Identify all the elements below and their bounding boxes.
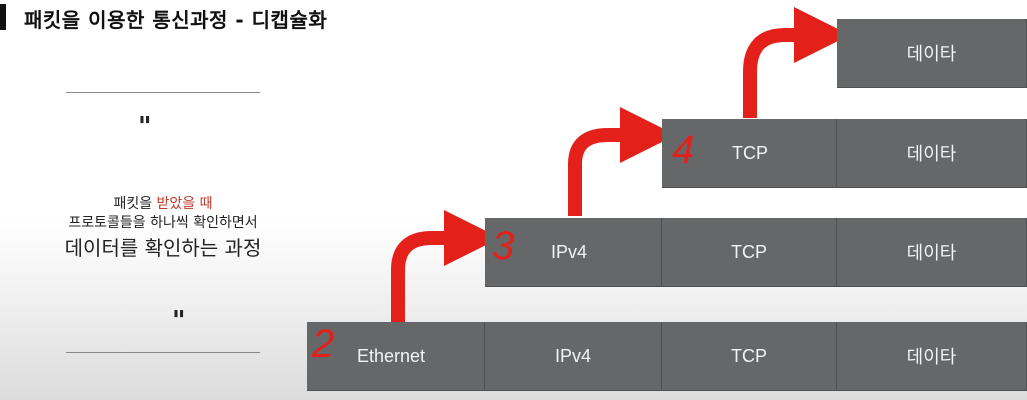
title-bar-mark (0, 4, 6, 30)
cell-tcp: TCP (662, 322, 837, 391)
step-number-2: 2 (312, 322, 335, 366)
arrow-ipv4-to-tcp (568, 107, 676, 216)
bottom-divider (66, 352, 260, 353)
open-quote: " (138, 112, 152, 142)
caption-line-1: 패킷을 받았을 때 (0, 193, 326, 213)
step-number-3: 3 (492, 224, 515, 268)
cell-tcp: TCP (662, 218, 837, 287)
close-quote: " (172, 306, 186, 336)
caption-line-1a: 패킷을 (113, 196, 157, 212)
cell-data: 데이타 (837, 322, 1027, 391)
cell-tcp: TCP (662, 119, 837, 188)
cell-data: 데이타 (837, 19, 1027, 88)
cell-ipv4: IPv4 (485, 322, 662, 391)
arrow-ethernet-to-ipv4 (391, 210, 500, 322)
caption-highlight: 받았을 때 (156, 196, 213, 212)
cell-ethernet: Ethernet (307, 322, 485, 391)
page-title: 패킷을 이용한 통신과정 - 디캡슐화 (24, 8, 328, 32)
cell-ipv4: IPv4 (485, 218, 662, 287)
step-number-4: 4 (672, 128, 695, 172)
top-divider (66, 92, 260, 93)
cell-data: 데이타 (837, 218, 1027, 287)
arrow-tcp-to-data (743, 7, 850, 118)
caption-line-3: 데이터를 확인하는 과정 (64, 236, 262, 260)
cell-data: 데이타 (837, 119, 1027, 188)
caption-line-2: 프로토콜들을 하나씩 확인하면서 (68, 215, 258, 231)
